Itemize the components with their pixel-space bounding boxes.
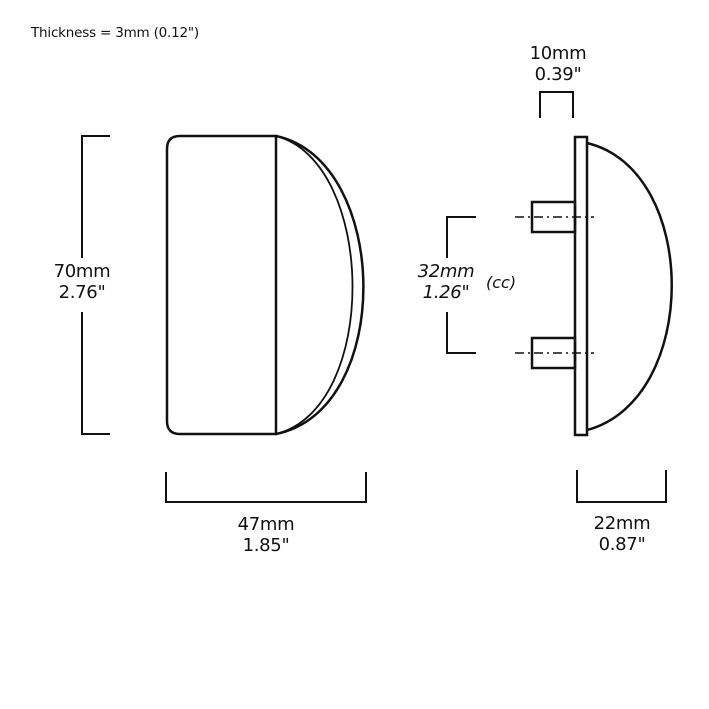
depth-mm: 22mm [593, 513, 651, 534]
cc-note: (cc) [486, 273, 517, 292]
side-view [515, 135, 673, 437]
depth-dimension-bracket [576, 470, 667, 503]
center-to-center-bracket [446, 216, 476, 354]
cc-mm: 32mm [417, 261, 475, 282]
depth-inch: 0.87" [598, 533, 646, 555]
width-label: 47mm 1.85" [226, 514, 306, 556]
front-view [165, 134, 365, 436]
height-inch: 2.76" [58, 281, 106, 303]
height-label: 70mm 2.76" [42, 261, 122, 303]
width-mm: 47mm [237, 514, 295, 535]
cc-inch: 1.26" [422, 281, 470, 303]
thickness-note: Thickness = 3mm (0.12") [31, 25, 199, 41]
width-inch: 1.85" [242, 534, 290, 556]
peg-depth-label: 10mm 0.39" [518, 43, 598, 85]
peg-depth-mm: 10mm [529, 43, 587, 64]
center-to-center-label: 32mm 1.26" [404, 261, 488, 303]
height-dimension-bracket [81, 135, 110, 435]
peg-depth-inch: 0.39" [534, 63, 582, 85]
height-mm: 70mm [53, 261, 111, 282]
width-dimension-bracket [165, 472, 367, 503]
peg-depth-bracket [539, 91, 574, 118]
depth-label: 22mm 0.87" [582, 513, 662, 555]
